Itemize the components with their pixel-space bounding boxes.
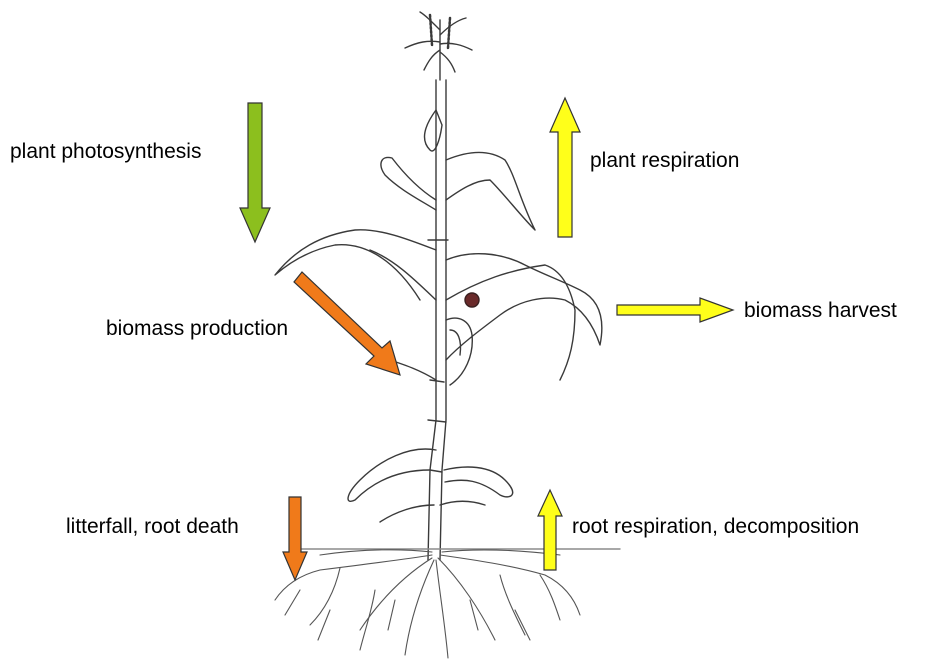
label-biomass-harvest: biomass harvest xyxy=(744,300,897,321)
respiration-arrow xyxy=(550,98,580,237)
label-litterfall-root-death: litterfall, root death xyxy=(66,516,239,537)
harvest-arrow xyxy=(617,298,733,322)
photosynthesis-arrow xyxy=(240,103,270,242)
root-respiration-arrow xyxy=(538,490,562,570)
label-root-respiration-decomposition: root respiration, decomposition xyxy=(572,516,859,537)
biomass-production-arrow xyxy=(294,272,400,375)
label-biomass-production: biomass production xyxy=(106,318,288,339)
label-plant-respiration: plant respiration xyxy=(590,150,739,171)
litterfall-arrow xyxy=(283,497,307,580)
label-plant-photosynthesis: plant photosynthesis xyxy=(10,141,201,162)
